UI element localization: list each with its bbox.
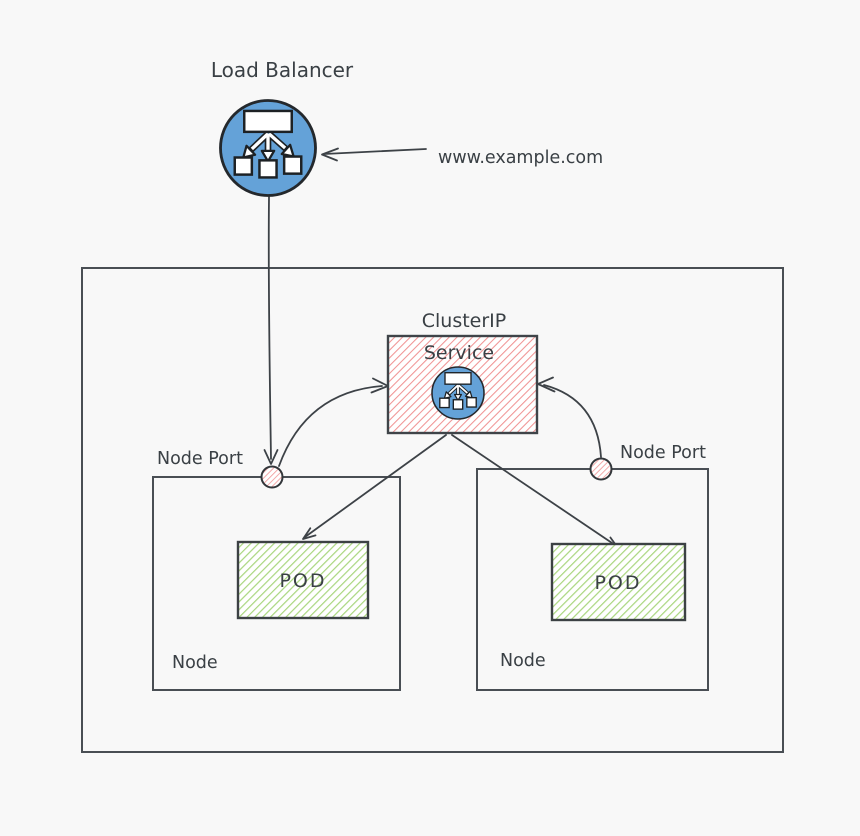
service-label: Service [424, 342, 494, 364]
right-nodeport-label: Node Port [620, 443, 706, 463]
service-box [386, 334, 539, 435]
external-url-label: www.example.com [438, 148, 603, 168]
left-nodeport-label: Node Port [157, 449, 243, 469]
service-to-left-pod-arrow [302, 434, 447, 540]
left-node-label: Node [172, 653, 218, 673]
right-node-label: Node [500, 651, 546, 671]
left-pod-box [236, 540, 370, 620]
right-pod-label: POD [594, 572, 641, 594]
right-pod-box [550, 542, 687, 622]
load-balancer-icon [221, 101, 316, 196]
url-to-loadbalancer-arrow [321, 147, 427, 162]
clusterip-label: ClusterIP [422, 310, 507, 332]
cluster-boundary-box [81, 267, 784, 753]
left-nodeport-circle [260, 465, 284, 489]
left-pod-label: POD [279, 570, 326, 592]
service-balancer-icon [430, 365, 486, 421]
loadbalancer-to-nodeport-arrow [263, 196, 279, 465]
right-nodeport-circle [589, 457, 613, 481]
load-balancer-label: Load Balancer [211, 58, 354, 82]
